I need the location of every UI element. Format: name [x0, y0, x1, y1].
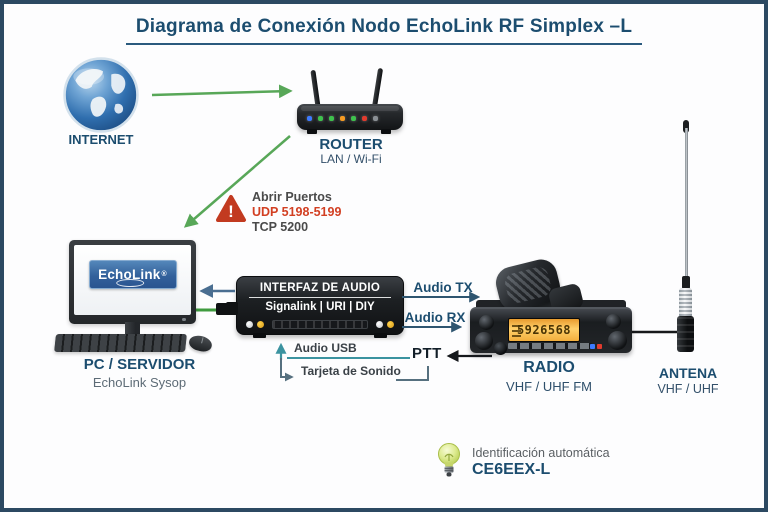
arrow-internet-to-router [151, 84, 293, 99]
router-sublabel: LAN / Wi-Fi [320, 152, 382, 166]
router-led [340, 116, 345, 121]
monitor-stand [125, 322, 140, 336]
audio-rx-label: Audio RX [404, 310, 466, 325]
radio-buttons [508, 343, 592, 349]
echolink-logo: EchoLink® [88, 260, 177, 289]
antenna-rod [685, 128, 688, 280]
router-foot [307, 129, 317, 134]
audio-interface: INTERFAZ DE AUDIO Signalink | URI | DIY [226, 276, 404, 338]
svg-text:!: ! [228, 202, 234, 221]
usb-connector [216, 303, 238, 315]
interface-foot [253, 333, 266, 338]
interface-subtitle: Signalink | URI | DIY [265, 301, 375, 313]
pc-label: PC / SERVIDOR [83, 356, 196, 373]
lightbulb-icon [438, 443, 460, 477]
interface-controls [246, 320, 394, 329]
router-label: ROUTER [319, 136, 383, 153]
callsign: CE6EEX-L [472, 461, 551, 478]
radio-knob [475, 332, 493, 350]
router-antenna-left [310, 69, 321, 109]
page-title-text: Diagrama de Conexión Nodo EchoLink RF Si… [125, 16, 643, 45]
router-leds [307, 116, 378, 121]
pc-screen: EchoLink® [74, 245, 191, 315]
echolink-logo-text: EchoLink [98, 267, 161, 282]
interface-foot [374, 333, 387, 338]
radio-device: 5926568 [470, 307, 632, 355]
pc-sublabel: EchoLink Sysop [92, 375, 187, 390]
interface-title: INTERFAZ DE AUDIO [259, 282, 381, 294]
radio-knob [606, 314, 621, 329]
pc-monitor: EchoLink® [69, 240, 196, 324]
router-led [373, 116, 378, 121]
ports-warning-title: Abrir Puertos [252, 190, 332, 204]
identification-label: Identificación automática [472, 446, 610, 460]
warning-icon: ! [216, 195, 246, 222]
line-sound-card-right [396, 366, 429, 381]
router-led [318, 116, 323, 121]
router-device [295, 66, 407, 138]
interface-led [387, 321, 394, 328]
monitor-power-dot [182, 318, 186, 321]
ports-udp: UDP 5198-5199 [252, 205, 342, 219]
interface-knob [246, 321, 253, 328]
page-title: Diagrama de Conexión Nodo EchoLink RF Si… [4, 16, 764, 45]
keyboard [54, 334, 187, 352]
router-led [329, 116, 334, 121]
radio-button-red [597, 344, 602, 349]
radio-label: RADIO [523, 359, 575, 376]
echolink-trademark: ® [161, 271, 167, 278]
router-led [307, 116, 312, 121]
interface-knob [376, 321, 383, 328]
antenna-sublabel: VHF / UHF [657, 382, 719, 396]
antenna-coil [679, 288, 692, 318]
interface-divider [249, 297, 391, 298]
interface-led [257, 321, 264, 328]
radio-sublabel: VHF / UHF FM [506, 379, 592, 394]
radio-frequency-display: 5926568 [508, 318, 580, 342]
ports-warning-text: Abrir Puertos UDP 5198-5199 TCP 5200 [252, 190, 382, 235]
mouse [187, 333, 214, 354]
radio-button-blue [590, 344, 595, 349]
router-antenna-right [371, 67, 384, 109]
audio-tx-label: Audio TX [413, 280, 473, 295]
router-body [297, 104, 403, 130]
antenna-label: ANTENA [658, 365, 718, 381]
router-led [362, 116, 367, 121]
audio-usb-label: Audio USB [294, 341, 357, 355]
radio-knob [608, 331, 627, 350]
interface-slot [272, 320, 368, 329]
ports-tcp: TCP 5200 [252, 220, 309, 234]
ptt-label: PTT [412, 345, 442, 362]
line-sound-card-left [280, 358, 294, 382]
sound-card-label: Tarjeta de Sonido [301, 364, 401, 378]
antenna-base [677, 316, 694, 352]
internet-globe-icon [63, 57, 139, 133]
radio-mic-jack [494, 342, 507, 355]
internet-label: INTERNET [68, 132, 134, 147]
antenna-tip [683, 120, 689, 133]
antenna-ferrule [682, 276, 690, 289]
router-led [351, 116, 356, 121]
router-foot [381, 129, 391, 134]
radio-knob [479, 315, 494, 330]
